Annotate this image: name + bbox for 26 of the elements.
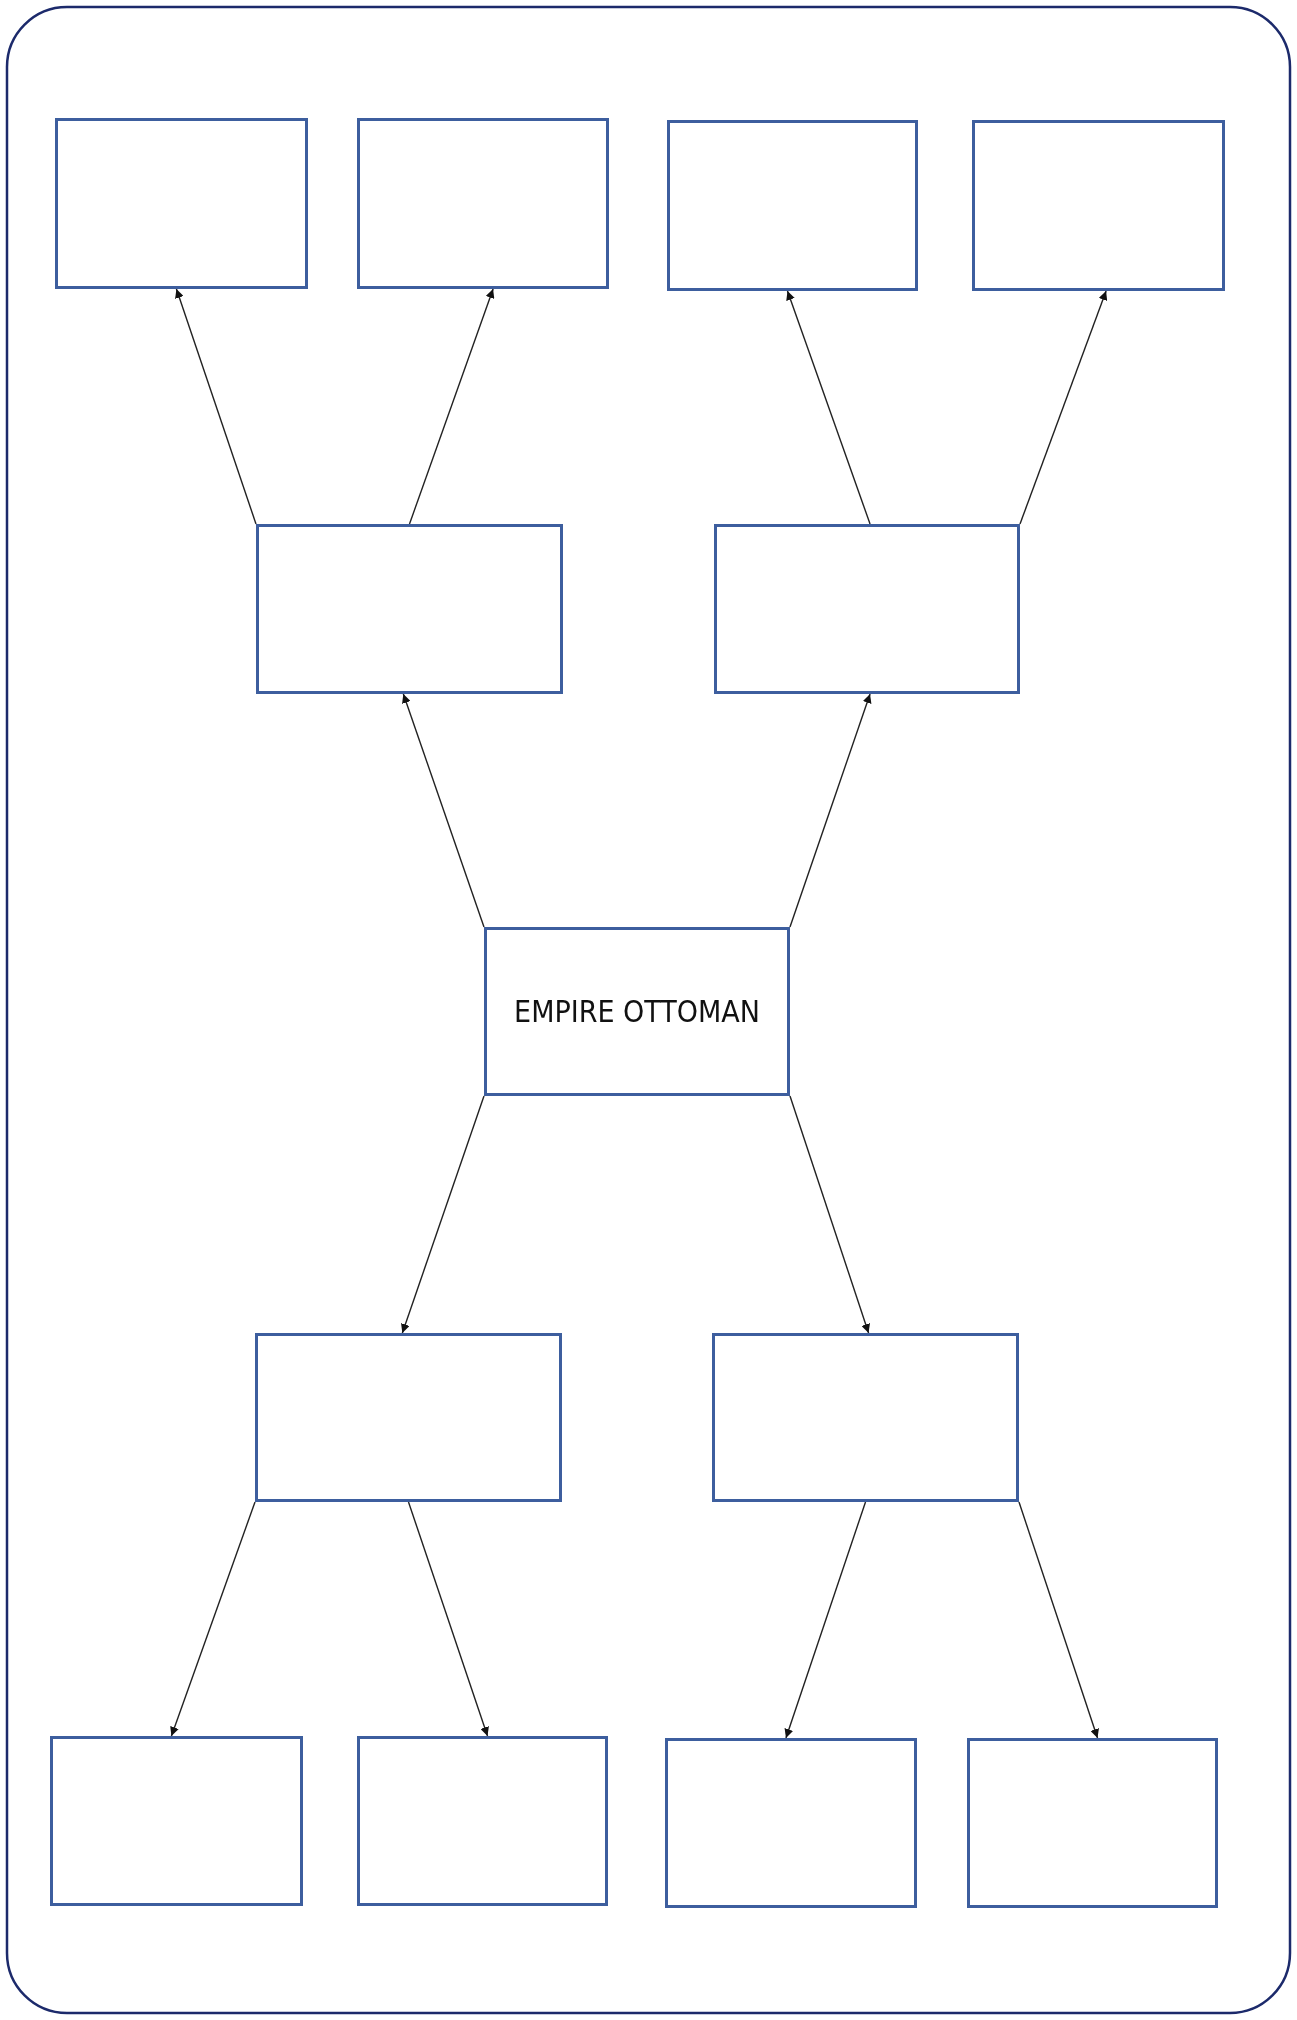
- arrow: [786, 290, 871, 525]
- empty-box: [357, 118, 609, 289]
- empty-box: [357, 1736, 608, 1906]
- arrow: [170, 1501, 256, 1737]
- topic-label: EMPIRE OTTOMAN: [514, 994, 760, 1029]
- arrow: [401, 1095, 485, 1334]
- empty-box: [714, 524, 1020, 694]
- topic-box: [484, 927, 790, 1096]
- arrow: [1019, 290, 1108, 525]
- arrow: [789, 1095, 870, 1334]
- empty-box: [256, 524, 563, 694]
- arrow: [407, 1501, 489, 1737]
- empty-box: [712, 1333, 1019, 1502]
- empty-box: [972, 120, 1225, 291]
- arrow: [408, 288, 495, 525]
- empty-box: [665, 1738, 917, 1908]
- empty-box: [967, 1738, 1218, 1908]
- empty-box: [50, 1736, 303, 1906]
- arrow: [784, 1501, 867, 1739]
- arrow: [1018, 1501, 1099, 1739]
- empty-box: [55, 118, 308, 289]
- empty-box: [255, 1333, 562, 1502]
- arrow: [789, 693, 872, 928]
- arrow: [175, 288, 257, 525]
- arrow: [402, 693, 485, 928]
- empty-box: [667, 120, 918, 291]
